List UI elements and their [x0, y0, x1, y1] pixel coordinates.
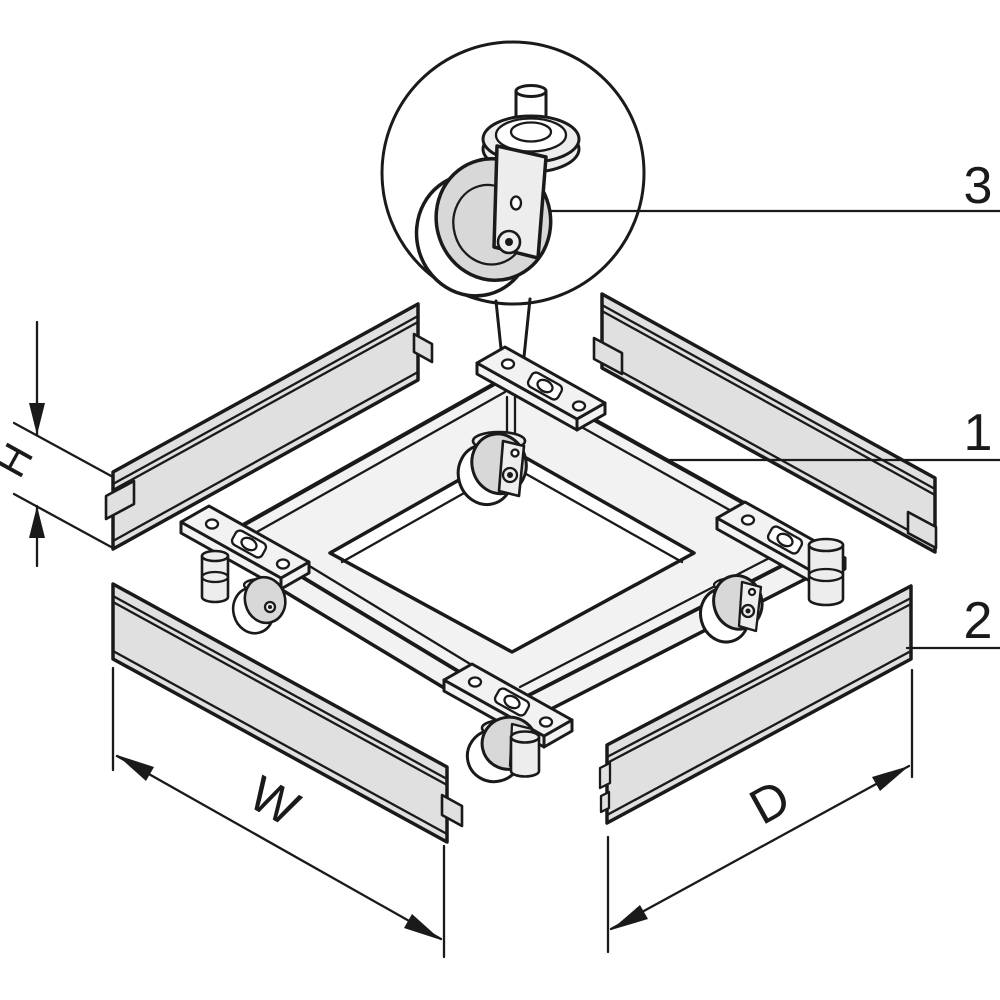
plate-hole: [204, 518, 220, 530]
castor-top: [456, 395, 528, 507]
callout-3-label: 3: [964, 157, 993, 215]
plate-slot: [230, 529, 268, 559]
plate-hole: [538, 716, 554, 728]
wheel-face: [243, 575, 287, 625]
plate-hole: [571, 400, 587, 412]
plate-hole: [467, 676, 483, 688]
clip-tab: [412, 332, 434, 364]
plate-slot: [493, 687, 531, 717]
height-dimension-label: H: [0, 435, 42, 484]
clip-tab: [440, 793, 464, 828]
plate-slot: [526, 371, 564, 401]
adapter-sleeve: [807, 543, 845, 607]
plate-hole: [275, 558, 291, 570]
plate-hole: [740, 514, 756, 526]
frame-opening: [328, 448, 696, 654]
depth-dimension-label: D: [740, 769, 799, 835]
adapter-sleeve: [509, 735, 541, 778]
fork-hole: [747, 587, 757, 597]
hem-line: [605, 596, 913, 759]
castor-frame: [179, 345, 847, 784]
clip-tab: [592, 336, 624, 376]
clip-tab: [104, 479, 136, 521]
clip-tab: [906, 510, 938, 550]
hem-line: [111, 314, 420, 486]
dimension-line: [115, 754, 443, 941]
dimension-line: [609, 764, 911, 931]
hem-line: [111, 370, 420, 543]
castor-detail-drawing: [414, 84, 581, 298]
corner-plate-left: [179, 504, 311, 591]
panel-front-left: [111, 582, 464, 844]
hem-line: [111, 649, 449, 836]
extension-line: [12, 492, 115, 550]
panel-rear-right: [592, 292, 938, 554]
callout-1-label: 1: [964, 404, 993, 462]
arrowhead-right: [872, 766, 909, 791]
corner-plate-top: [475, 345, 607, 432]
hem-line: [600, 359, 937, 547]
clip-tab: [599, 790, 611, 814]
hem-line: [111, 320, 420, 492]
extension-line: [12, 421, 115, 479]
panel-front-right: [598, 584, 913, 825]
arrowhead-left: [117, 755, 154, 781]
hem-line: [111, 600, 449, 787]
width-dimension-label: W: [240, 765, 309, 837]
hem-line: [605, 649, 913, 817]
adapter-sleeve: [200, 554, 230, 604]
hem-line: [600, 309, 937, 497]
plate-slot: [766, 525, 804, 555]
hem-line: [111, 594, 449, 781]
castor-stem-top: [514, 84, 548, 98]
hem-line: [605, 602, 913, 765]
plate-hole: [500, 358, 516, 370]
arrowhead-left: [611, 905, 648, 930]
dimension-height: H: [0, 320, 115, 568]
arrowhead-up: [29, 506, 45, 538]
castor-left: [200, 549, 287, 635]
callouts: 3 1 2: [550, 157, 1000, 650]
castor-stem: [505, 395, 517, 439]
fork-hole: [510, 448, 520, 458]
corner-plate-front: [442, 662, 574, 749]
arrowhead-down: [29, 403, 45, 435]
panel-rear-left: [104, 302, 434, 551]
hem-line: [600, 303, 937, 491]
castor-right: [699, 537, 845, 644]
arrowhead-right: [404, 914, 441, 940]
clip-tab: [598, 761, 612, 790]
fork-hole: [509, 195, 523, 211]
castor-front: [465, 715, 541, 784]
callout-2-label: 2: [964, 592, 993, 650]
detail-callout: [380, 40, 646, 436]
